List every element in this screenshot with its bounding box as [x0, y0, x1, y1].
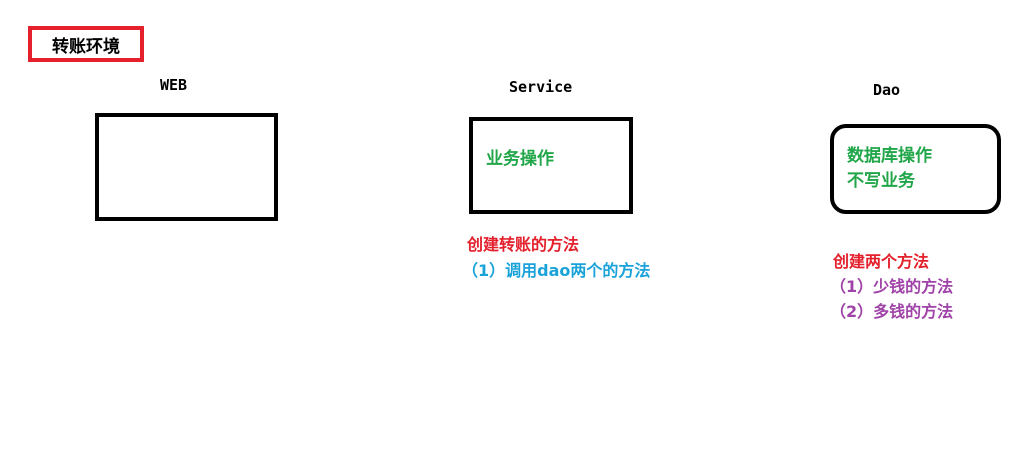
dao-note-heading: 创建两个方法: [833, 252, 930, 271]
diagram-title: 转账环境: [28, 26, 144, 62]
diagram-title-text: 转账环境: [52, 36, 120, 57]
service-box-line: 业务操作: [486, 149, 554, 169]
service-note-item: （1）调用dao两个的方法: [462, 261, 651, 280]
dao-layer-label: Dao: [873, 81, 901, 99]
service-note-heading: 创建转账的方法: [467, 235, 580, 254]
dao-note-item: （1）少钱的方法: [830, 277, 954, 296]
web-layer-box: [95, 113, 278, 221]
dao-box-line: 数据库操作: [847, 146, 932, 166]
dao-layer-box: 数据库操作 不写业务: [830, 124, 1001, 214]
web-layer-label: WEB: [160, 76, 188, 94]
dao-note-item: （2）多钱的方法: [830, 302, 954, 321]
service-layer-label: Service: [509, 78, 573, 96]
dao-box-line: 不写业务: [847, 171, 915, 191]
service-layer-box: 业务操作: [469, 117, 633, 214]
